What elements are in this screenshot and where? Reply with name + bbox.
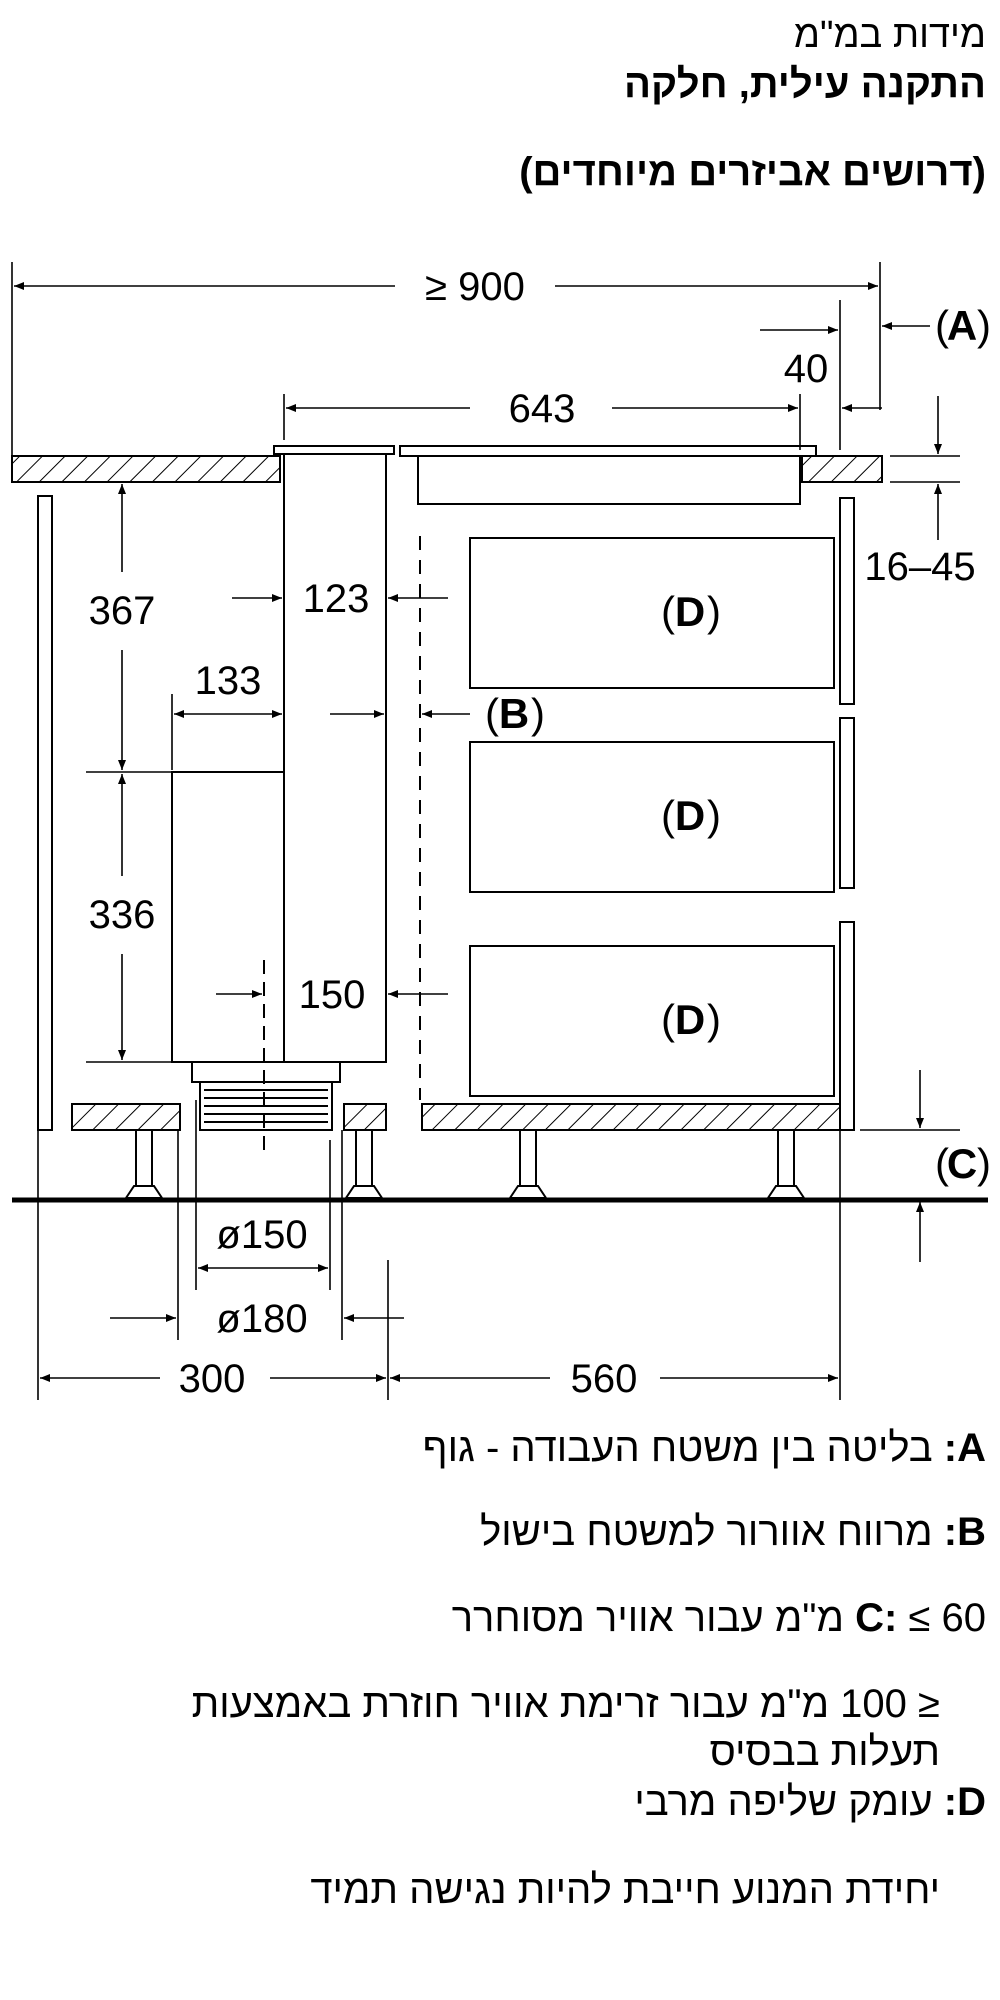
svg-text:D: D — [675, 588, 705, 635]
legend-a-text: בליטה בין משטח העבודה - גוף — [422, 1426, 933, 1470]
legend-c-text: ≤ 60 מ"מ עבור אוויר מסוחרר — [451, 1596, 986, 1640]
legend-c: C: ≤ 60 מ"מ עבור אוויר מסוחרר — [452, 1594, 986, 1642]
svg-text:(: ( — [935, 1140, 949, 1187]
svg-text:D: D — [675, 996, 705, 1043]
installation-diagram: ≥ 900 643 40 16–45 367 336 133 123 150 ø… — [11, 262, 991, 1401]
svg-text:A: A — [947, 302, 977, 349]
drawer-front-bottom — [839, 921, 855, 1131]
svg-text:(: ( — [661, 792, 675, 839]
motor-unit — [171, 771, 285, 1063]
dim-overall-width: ≥ 900 — [425, 265, 525, 309]
foot-1 — [124, 1129, 164, 1199]
legend-c-key: C: — [855, 1596, 898, 1640]
dim-overhang: 40 — [784, 347, 829, 391]
svg-text:): ) — [531, 690, 545, 737]
svg-text:): ) — [977, 1140, 991, 1187]
foot-2 — [344, 1129, 384, 1199]
svg-text:): ) — [707, 588, 721, 635]
dim-motor-width: 133 — [195, 659, 262, 703]
plinth-right — [421, 1103, 851, 1131]
legend-c-text-2a: ≤ 100 מ"מ עבור זרימת אוויר חוזרת באמצעות — [191, 1682, 940, 1726]
label-b: ( B ) — [485, 690, 545, 737]
outlet-flange — [191, 1061, 341, 1083]
legend-d-text: עומק שליפה מרבי — [634, 1780, 933, 1824]
vent-glass — [273, 445, 395, 455]
dim-shaft-width: 123 — [303, 577, 370, 621]
cabinet-side-left — [37, 495, 53, 1131]
units-note: מידות במ"מ — [793, 14, 986, 56]
legend-a-key: A: — [943, 1426, 986, 1470]
dim-bottom-left: 300 — [179, 1357, 246, 1401]
legend-c-text-2b: תעלות בבסיס — [709, 1730, 940, 1774]
legend-b: B: מרווח אוורור למשטח בישול — [480, 1508, 986, 1556]
cooktop-glass — [399, 445, 817, 457]
svg-text:(: ( — [661, 996, 675, 1043]
label-d-middle: ( D ) — [661, 792, 721, 839]
drawer-bottom — [469, 945, 835, 1097]
svg-text:(: ( — [661, 588, 675, 635]
svg-text:(: ( — [485, 690, 499, 737]
svg-text:B: B — [499, 690, 529, 737]
label-d-bottom: ( D ) — [661, 996, 721, 1043]
dim-outlet: 150 — [299, 973, 366, 1017]
legend-d-key: D: — [943, 1780, 986, 1824]
legend-b-text: מרווח אוורור למשטח בישול — [480, 1510, 933, 1554]
legend-a: A: בליטה בין משטח העבודה - גוף — [423, 1424, 986, 1472]
countertop-left — [11, 455, 281, 483]
svg-text:): ) — [707, 792, 721, 839]
drawer-top — [469, 537, 835, 689]
foot-3 — [508, 1129, 548, 1199]
svg-text:D: D — [675, 792, 705, 839]
foot-4 — [766, 1129, 806, 1199]
drawer-front-middle — [839, 717, 855, 889]
label-c: ( C ) — [935, 1140, 991, 1187]
dim-dia-180: ø180 — [216, 1297, 307, 1341]
legend-d: D: עומק שליפה מרבי — [634, 1778, 986, 1826]
countertop-right — [801, 455, 883, 483]
dim-dia-150: ø150 — [216, 1213, 307, 1257]
label-d-top: ( D ) — [661, 588, 721, 635]
installation-title: התקנה עילית, חלקה — [623, 62, 986, 106]
accessories-note: (דרושים אביזרים מיוחדים) — [519, 150, 986, 194]
plinth-left — [71, 1103, 181, 1131]
drawer-middle — [469, 741, 835, 893]
svg-text:C: C — [947, 1140, 977, 1187]
plinth-middle — [343, 1103, 387, 1131]
dim-motor-height: 336 — [89, 893, 156, 937]
svg-text:): ) — [707, 996, 721, 1043]
drawer-front-top — [839, 497, 855, 705]
svg-text:): ) — [977, 302, 991, 349]
dim-upper-height: 367 — [89, 589, 156, 633]
cooktop-body — [417, 455, 801, 505]
legend-b-key: B: — [943, 1510, 986, 1554]
svg-text:(: ( — [935, 302, 949, 349]
legend-c-extra: ≤ 100 מ"מ עבור זרימת אוויר חוזרת באמצעות… — [192, 1680, 940, 1776]
vent-shaft — [283, 453, 387, 1063]
dim-thickness: 16–45 — [864, 545, 975, 589]
dim-cooktop-width: 643 — [509, 387, 576, 431]
label-a: ( A ) — [935, 302, 991, 349]
legend-footer: יחידת המנוע חייבת להיות נגישה תמיד — [310, 1868, 940, 1912]
dim-bottom-right: 560 — [571, 1357, 638, 1401]
